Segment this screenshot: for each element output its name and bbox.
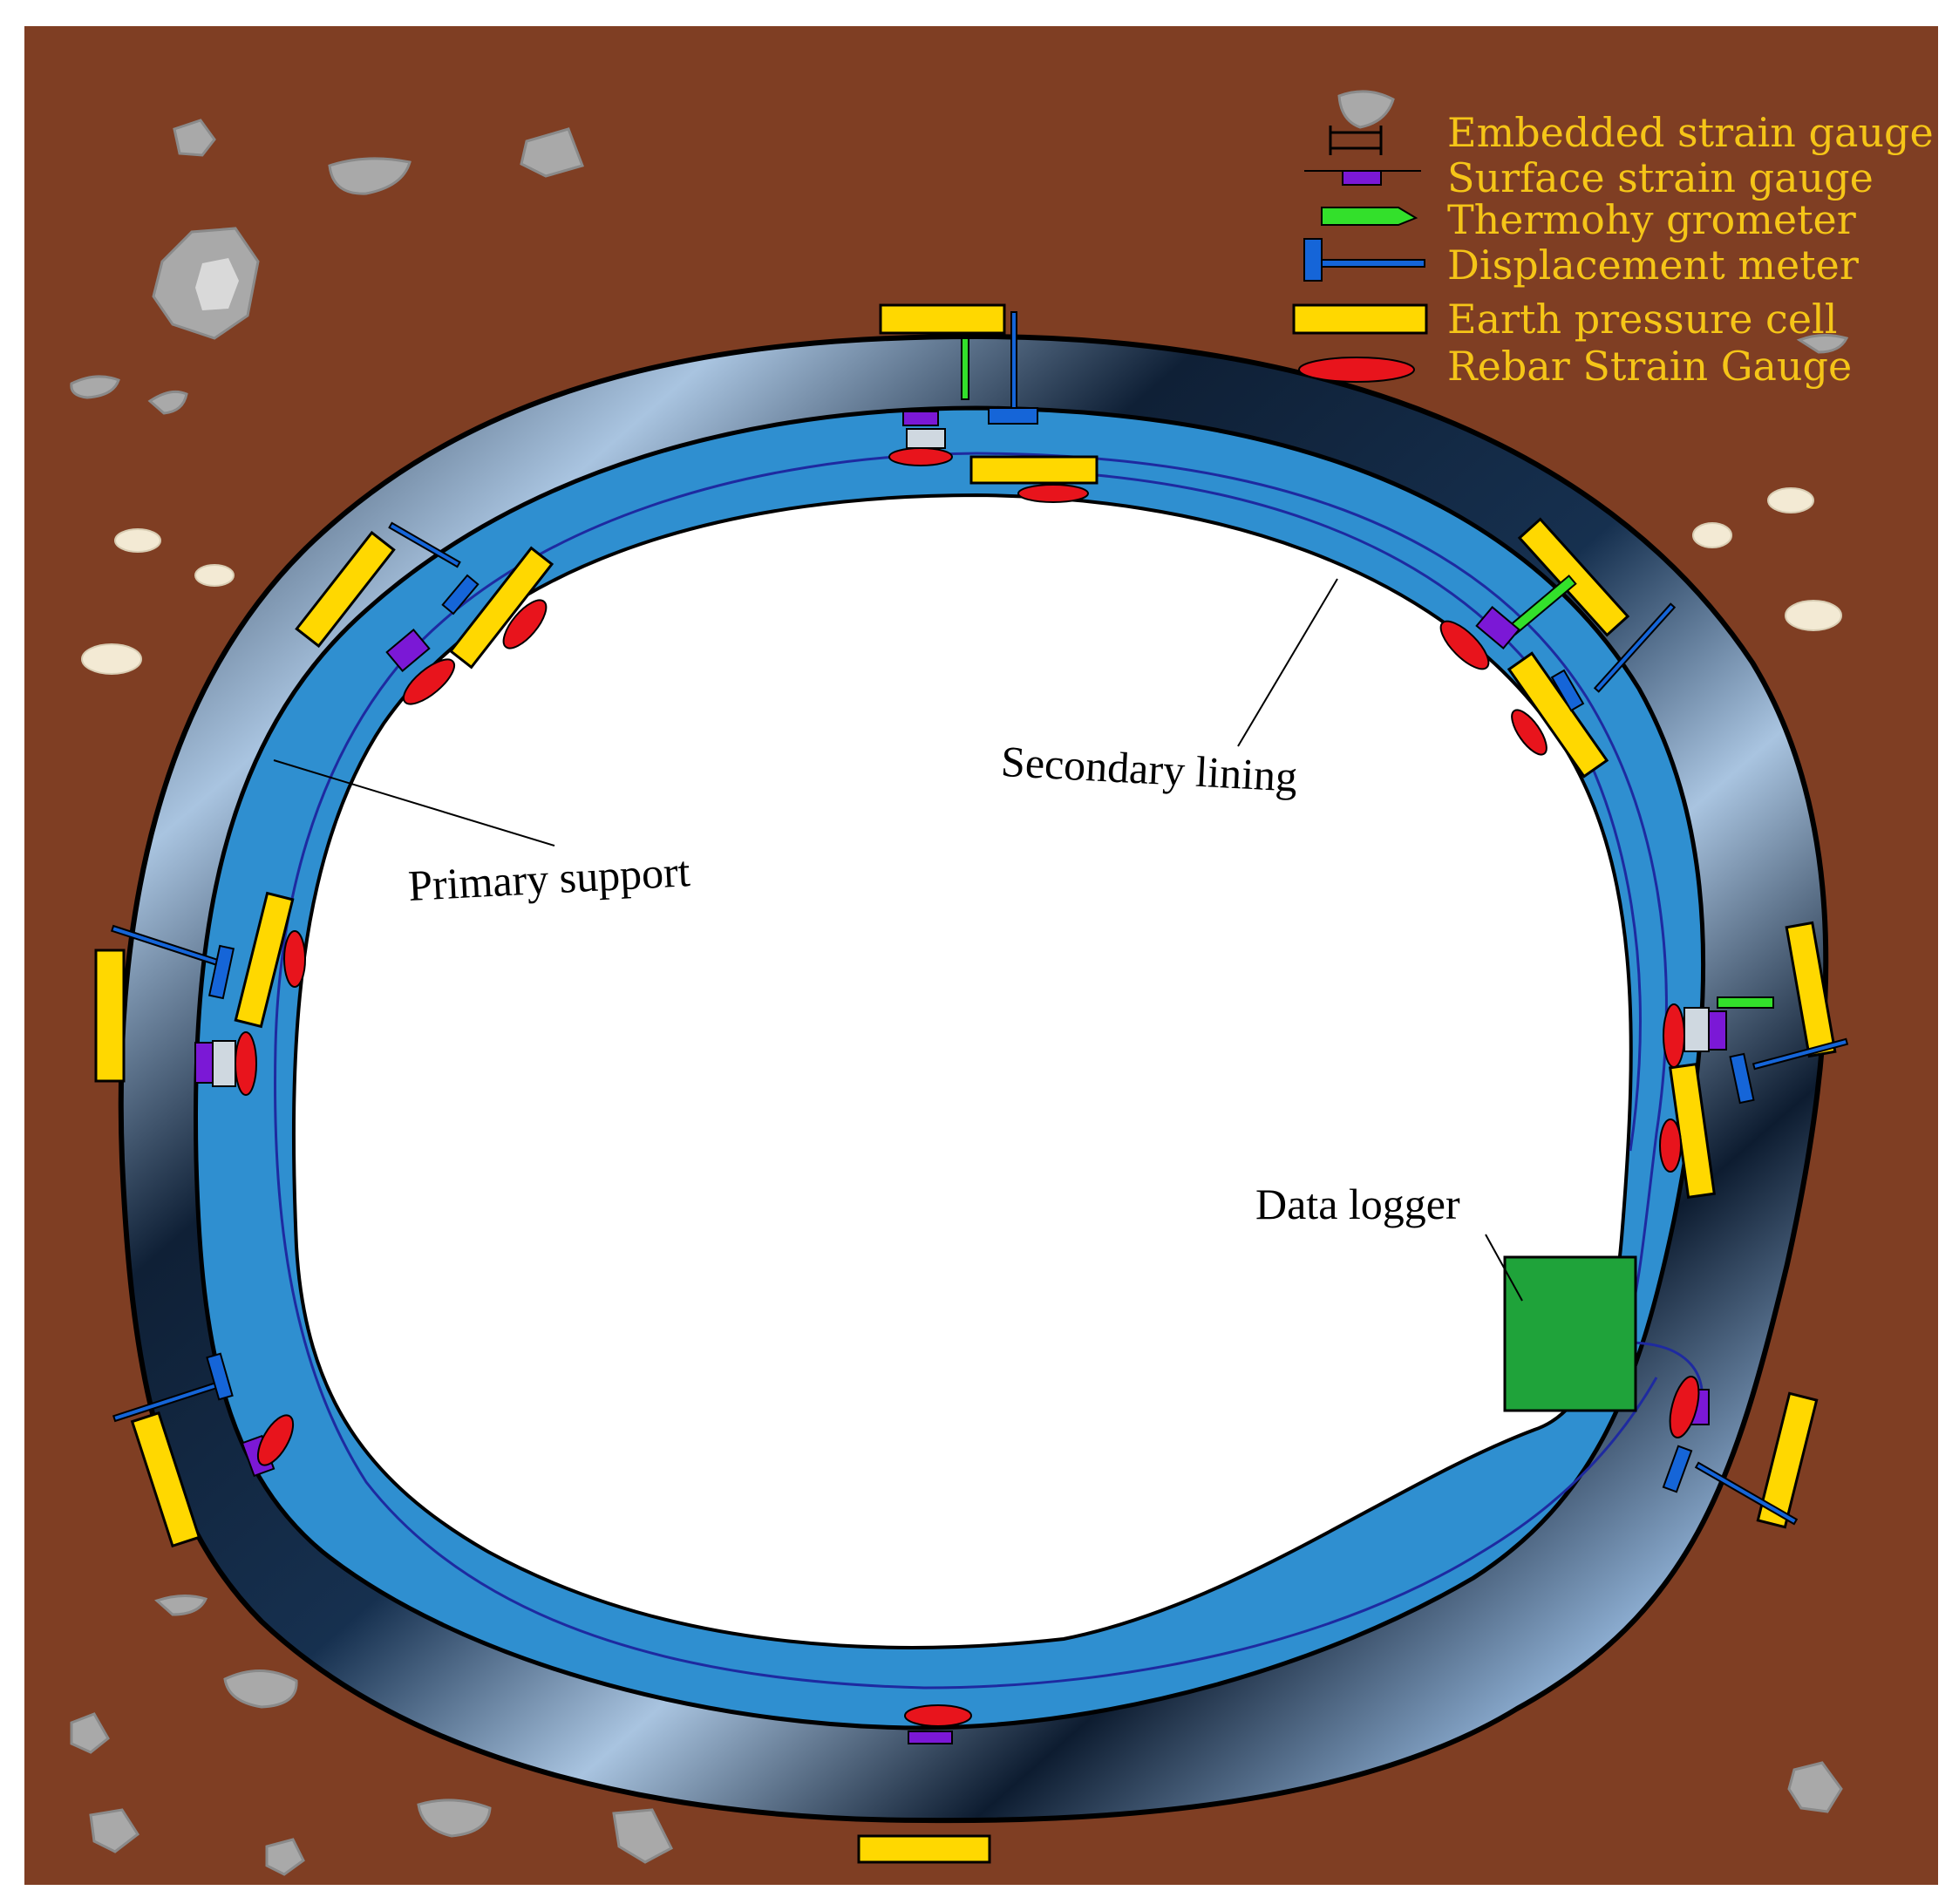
cable: [976, 452, 1668, 1316]
rebar-strain-gauge: [888, 447, 953, 466]
displacement-meter-rod: [1694, 1461, 1799, 1526]
rock: [70, 375, 120, 399]
rebar-strain-gauge: [402, 658, 456, 705]
surface-strain-gauges: [194, 411, 1727, 1744]
displacement-meter-head: [988, 407, 1038, 425]
pebble: [194, 564, 235, 587]
earth-pressure-cell-icon: [1292, 303, 1428, 335]
rock: [1337, 90, 1395, 129]
displacement-meter-head: [1550, 669, 1585, 712]
embedded-strain-gauge: [1684, 1007, 1710, 1052]
earth-pressure-cell: [857, 1834, 991, 1864]
surface-strain-gauge: [1708, 1010, 1727, 1051]
rock: [1787, 1761, 1843, 1813]
pebble: [81, 643, 142, 675]
rebar-strain-gauge: [1017, 484, 1089, 503]
earth-pressure-cell: [1756, 1391, 1819, 1529]
earth-pressure-cell: [1785, 921, 1837, 1058]
rock: [70, 1712, 110, 1754]
displacement-meter-rod: [388, 521, 461, 568]
rebar-strain-gauge: [1511, 709, 1547, 756]
primary-support-leader: [273, 759, 555, 847]
embedded-strain-gauge-icon: [1329, 126, 1383, 155]
rebar-strain-gauge: [1669, 1376, 1700, 1438]
displacement-meters: [110, 311, 1849, 1526]
surface-strain-gauge: [908, 1731, 953, 1744]
displacement-meter-head: [207, 944, 235, 1000]
data-logger-label: Data logger: [1255, 1180, 1460, 1228]
pebble: [114, 528, 161, 553]
earth-pressure-cells: [94, 303, 1837, 1864]
surface-strain-gauge: [1475, 606, 1520, 649]
surface-strain-gauge: [902, 411, 939, 426]
rock: [520, 127, 584, 178]
legend-label-rebar-strain-gauge: Rebar Strain Gauge: [1447, 343, 1852, 390]
rock: [154, 1595, 208, 1616]
thermohygrometer-icon: [1321, 207, 1418, 226]
earth-pressure-cell: [130, 1411, 201, 1548]
legend-label-surface-strain-gauge: Surface strain gauge: [1447, 154, 1874, 201]
displacement-meter-rod: [1010, 311, 1017, 418]
rock-highlight: [195, 258, 239, 310]
rock: [417, 1799, 492, 1838]
callout-lines: [273, 578, 1523, 1302]
pebble: [1785, 600, 1842, 631]
rebar-strain-gauge: [1439, 620, 1490, 670]
earth-pressure-cell: [295, 530, 396, 649]
rebar-strain-gauge: [235, 1031, 257, 1096]
rebar-strain-gauge: [283, 930, 306, 988]
earth-pressure-cell: [448, 546, 554, 670]
legend: Embedded strain gauge Surface strain gau…: [1292, 109, 1934, 390]
displacement-meter-rod: [1593, 602, 1677, 693]
rebar-strain-gauges: [235, 447, 1700, 1727]
earth-pressure-cell: [94, 949, 126, 1083]
surface-strain-gauge-icon: [1304, 170, 1421, 186]
legend-label-embedded-strain-gauge: Embedded strain gauge: [1447, 109, 1934, 156]
embedded-strain-gauge: [212, 1040, 236, 1087]
displacement-meter-head: [1662, 1445, 1693, 1493]
earth-pressure-cell: [969, 455, 1099, 485]
data-logger-leader: [1485, 1234, 1523, 1302]
secondary-lining-leader: [1237, 578, 1338, 747]
surface-strain-gauge: [385, 629, 431, 672]
rebar-strain-gauge-icon: [1298, 357, 1415, 383]
earth-pressure-cell: [234, 891, 295, 1029]
rock: [173, 119, 216, 157]
pebbles: [81, 487, 1842, 675]
rebar-strain-gauge: [256, 1414, 295, 1466]
thermohygrometers: [961, 337, 1774, 1009]
rock: [147, 390, 188, 415]
thermohygrometer: [961, 337, 969, 400]
rebar-strain-gauge: [1659, 1119, 1682, 1173]
tunnel-void: [291, 493, 1633, 1649]
displacement-meter-head: [441, 574, 480, 615]
rock: [89, 1808, 140, 1853]
rebar-strain-gauge: [904, 1704, 972, 1727]
displacement-meter-rod: [1752, 1037, 1849, 1071]
displacement-meter-head: [206, 1352, 234, 1401]
embedded-strain-gauge: [906, 428, 946, 449]
data-logger: [1503, 1255, 1637, 1412]
rock: [1796, 334, 1849, 354]
displacement-meter-head: [1729, 1052, 1755, 1105]
legend-label-displacement-meter: Displacement meter: [1447, 241, 1859, 289]
rock: [612, 1808, 673, 1864]
rock: [328, 157, 412, 195]
rebar-strain-gauge: [1663, 1003, 1685, 1068]
pebble: [1692, 522, 1732, 548]
legend-label-earth-pressure-cell: Earth pressure cell: [1447, 296, 1837, 343]
rock: [223, 1669, 298, 1709]
earth-pressure-cell: [879, 303, 1006, 335]
surface-strain-gauge: [194, 1042, 214, 1084]
cable: [273, 452, 1658, 1690]
legend-label-thermohygrometer: Thermohy grometer: [1447, 196, 1856, 243]
displacement-meter-icon: [1303, 238, 1425, 282]
rock: [265, 1838, 305, 1876]
pebble: [1767, 487, 1814, 513]
rebar-strain-gauge: [502, 599, 548, 649]
thermohygrometer: [1717, 996, 1774, 1009]
